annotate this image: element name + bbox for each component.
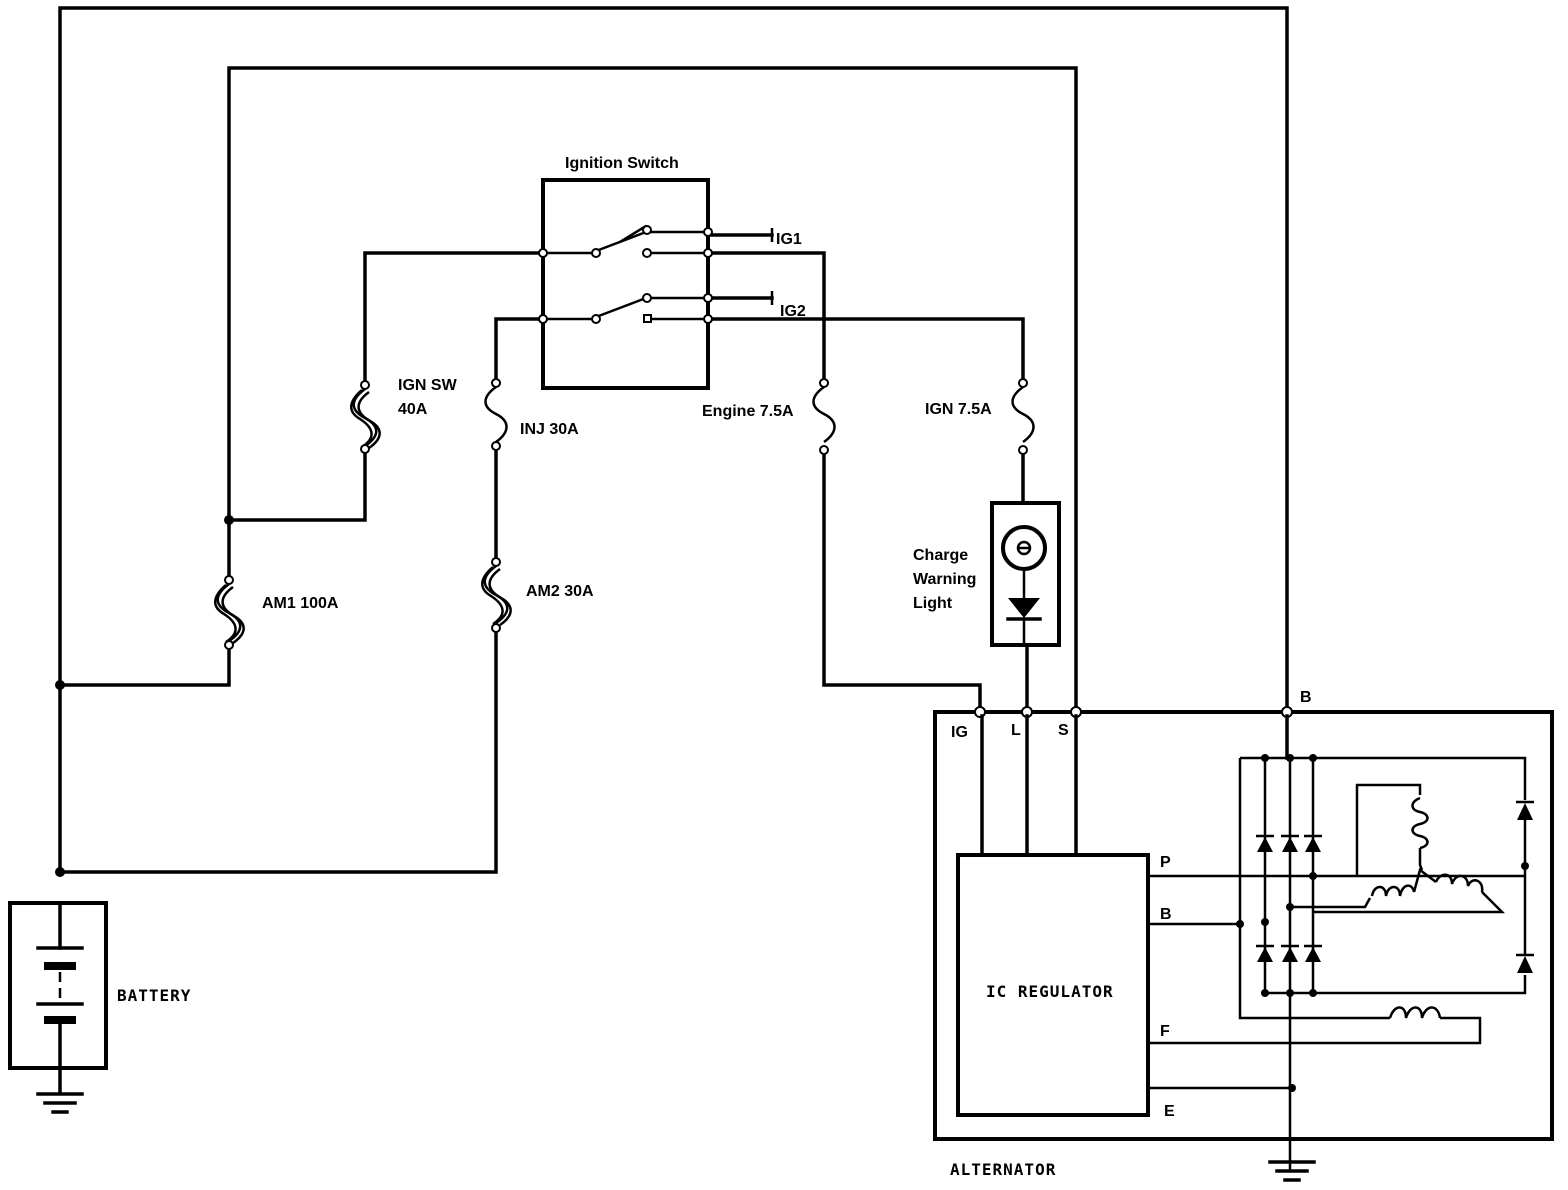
- switch-terminal: [642, 248, 652, 258]
- alternator-ground-icon: [1268, 1160, 1316, 1182]
- switch-terminal: [538, 314, 548, 324]
- switch-terminal: [643, 314, 652, 323]
- rectifier-left-bus: [1238, 758, 1390, 1020]
- stator-wire-right: [1313, 891, 1506, 914]
- switch-terminal: [703, 293, 713, 303]
- alternator-box: [933, 710, 1554, 1141]
- switch-terminal: [642, 225, 652, 235]
- wire-ign-fuse: [706, 317, 1025, 384]
- battery-box: [8, 901, 108, 1070]
- battery-ground-icon: [36, 1092, 84, 1114]
- switch2-blade: [595, 296, 647, 319]
- diode-icon: [1517, 803, 1533, 820]
- ic-regulator-label: IC REGULATOR: [986, 982, 1114, 1001]
- switch2-contacts: [650, 296, 708, 321]
- am2-fuse-label: AM2 30A: [526, 583, 594, 600]
- wire-engine-fuse: [706, 251, 826, 384]
- terminal-ig-label: IG: [951, 724, 968, 741]
- am1-fuse-label: AM1 100A: [262, 595, 339, 612]
- engine-fuse-label: Engine 7.5A: [702, 403, 794, 420]
- fuse-ign: [1011, 378, 1035, 455]
- wire-battery-to-alternator-b: [58, 6, 1289, 872]
- reg-e-label: E: [1164, 1103, 1175, 1120]
- junction-dots: [55, 515, 234, 877]
- battery-cell-plate: [44, 1016, 76, 1024]
- inj-fuse-label: INJ 30A: [520, 421, 579, 438]
- wire-ign-sw-up: [363, 251, 545, 384]
- wire-am1-to-s-terminal: [227, 66, 1078, 714]
- reg-p-label: P: [1160, 854, 1171, 871]
- terminal-l-label: L: [1011, 722, 1021, 739]
- diode-icon: [1305, 837, 1321, 852]
- wire-reg-f: [1150, 1016, 1482, 1045]
- fuses: IGN SW 40A INJ 30A Engine 7.5A IGN 7.5A …: [214, 377, 1035, 650]
- charge-warning-light: Charge Warning Light: [913, 501, 1061, 647]
- stator-coil-icon: [1411, 796, 1429, 850]
- switch-terminal: [703, 248, 713, 258]
- diode-icon: [1282, 837, 1298, 852]
- switch-terminal: [703, 227, 713, 237]
- ignition-switch-box: [541, 178, 710, 390]
- ign-fuse-label: IGN 7.5A: [925, 401, 992, 418]
- switch-terminal: [703, 314, 713, 324]
- ign-sw-label-2: 40A: [398, 401, 428, 418]
- regulator-leads: [980, 714, 1078, 857]
- fuse-am1: [214, 575, 245, 650]
- wires: [58, 6, 1289, 1094]
- diode-icon: [1257, 837, 1273, 852]
- diode-icon: [1257, 947, 1273, 962]
- ig1-label: IG1: [776, 231, 802, 248]
- battery-label: BATTERY: [117, 986, 191, 1005]
- battery-cell-plate: [44, 962, 76, 970]
- terminal-s-label: S: [1058, 722, 1069, 739]
- ig2-label: IG2: [780, 303, 806, 320]
- charge-label-1: Charge: [913, 547, 968, 564]
- field-coil-icon: [1388, 1006, 1442, 1019]
- alternator: ALTERNATOR IG L S B IC REGULATOR P B F E: [933, 689, 1554, 1182]
- wire-engine-fuse-down: [822, 448, 982, 714]
- ign-sw-label-1: IGN SW: [398, 377, 458, 394]
- diode-columns: [1263, 758, 1315, 1170]
- ignition-switch: Ignition Switch IG1 IG2: [538, 155, 806, 390]
- stator-wire-left: [1290, 897, 1372, 909]
- battery: BATTERY: [8, 901, 191, 1114]
- fuse-ign-sw: [350, 380, 381, 454]
- switch-terminal: [591, 314, 601, 324]
- alternator-label: ALTERNATOR: [950, 1160, 1056, 1179]
- fuse-am2: [481, 557, 512, 633]
- charge-label-3: Light: [913, 595, 953, 612]
- charge-label-2: Warning: [913, 571, 976, 588]
- stator-wire-top: [1355, 783, 1422, 876]
- wire-battery-to-am2: [58, 626, 498, 874]
- diode-icon: [1517, 956, 1533, 973]
- wire-ign-sw: [227, 448, 367, 522]
- terminal-b-label: B: [1300, 689, 1312, 706]
- diode-icon: [1305, 947, 1321, 962]
- charge-light-box: [990, 501, 1061, 647]
- diode-icon: [1008, 598, 1040, 618]
- rectifier-right-bus: [1265, 820, 1527, 995]
- fuse-inj: [484, 378, 508, 451]
- ic-regulator-box: [956, 853, 1150, 1117]
- stator-coil-icon: [1370, 884, 1416, 897]
- switch-terminal: [591, 248, 601, 258]
- rectifier-top-bus: [1240, 756, 1527, 800]
- switch-terminal: [538, 248, 548, 258]
- stator-coil-icon: [1434, 873, 1484, 893]
- wire-inj-up: [494, 317, 545, 384]
- ignition-switch-label: Ignition Switch: [565, 155, 679, 172]
- diode-icon: [1282, 947, 1298, 962]
- reg-b-label: B: [1160, 906, 1172, 923]
- fuse-engine: [812, 378, 836, 455]
- switch-terminal: [642, 293, 652, 303]
- switch1-contacts: [650, 230, 708, 255]
- reg-f-label: F: [1160, 1023, 1170, 1040]
- wire-battery-to-am1: [58, 643, 231, 687]
